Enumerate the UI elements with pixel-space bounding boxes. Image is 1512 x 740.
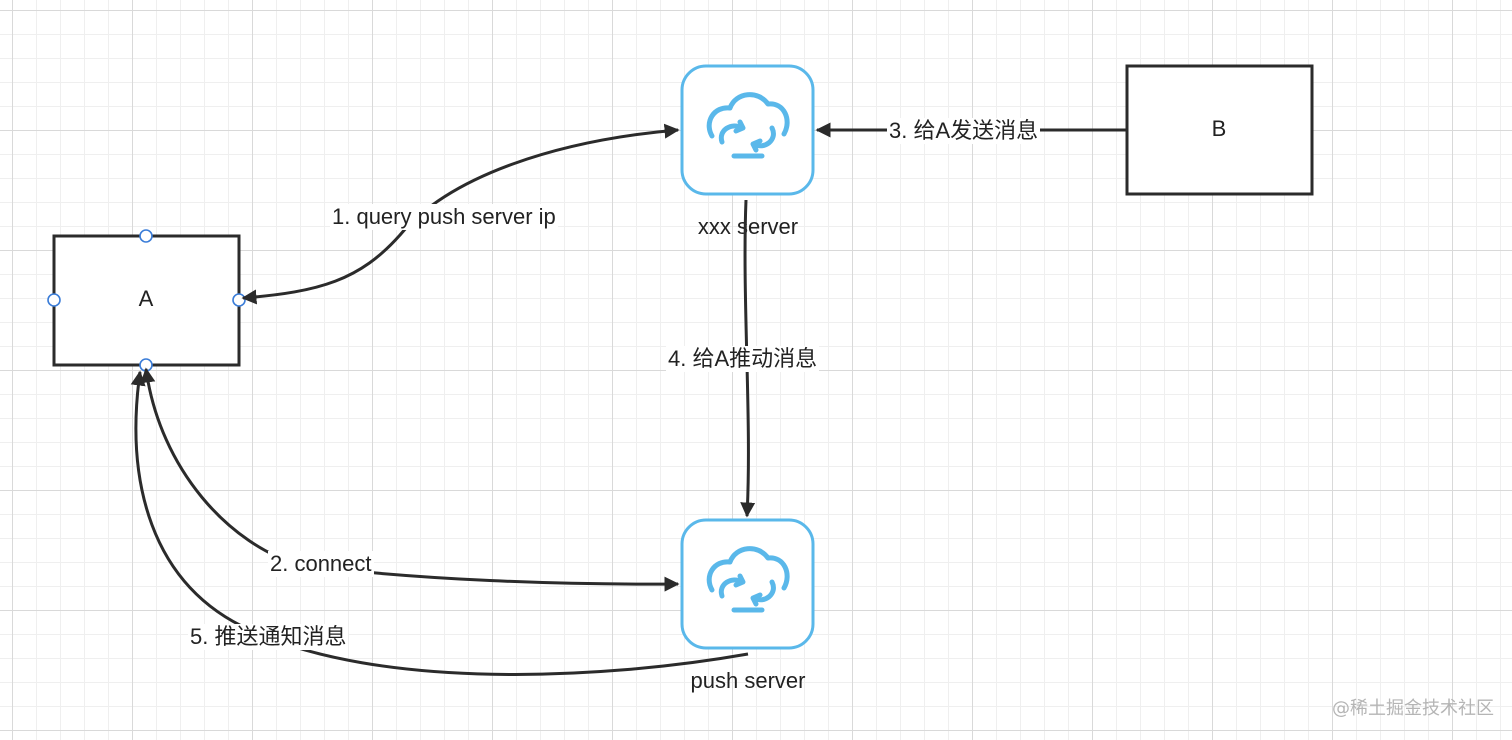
edge-label-push-message-to-a: 4. 给A推动消息 bbox=[666, 346, 820, 372]
watermark: @稀土掘金技术社区 bbox=[1332, 698, 1494, 719]
push-server-label: push server bbox=[691, 668, 806, 693]
node-b[interactable]: B bbox=[1125, 64, 1314, 196]
edge-connect[interactable] bbox=[140, 367, 680, 592]
node-b-label: B bbox=[1212, 116, 1227, 141]
edge-label-connect: 2. connect bbox=[268, 551, 374, 577]
node-b-box[interactable] bbox=[1125, 64, 1314, 196]
edge-label-query-push-server-ip: 1. query push server ip bbox=[330, 204, 558, 230]
node-a[interactable]: A bbox=[47, 229, 246, 372]
push-server-tile[interactable] bbox=[680, 518, 815, 650]
node-a-handle-left[interactable] bbox=[47, 293, 61, 307]
node-a-handle-top[interactable] bbox=[139, 229, 153, 243]
xxx-server-tile[interactable] bbox=[680, 64, 815, 196]
node-push-server[interactable]: push server bbox=[680, 518, 815, 693]
node-a-box[interactable] bbox=[52, 234, 241, 367]
node-a-label: A bbox=[139, 286, 154, 311]
edge-label-send-message-to-a: 3. 给A发送消息 bbox=[887, 118, 1041, 144]
node-a-handle-right[interactable] bbox=[232, 293, 246, 307]
edge-label-push-notification: 5. 推送通知消息 bbox=[188, 624, 349, 650]
node-xxx-server[interactable]: xxx server bbox=[680, 64, 815, 239]
xxx-server-label: xxx server bbox=[698, 214, 798, 239]
